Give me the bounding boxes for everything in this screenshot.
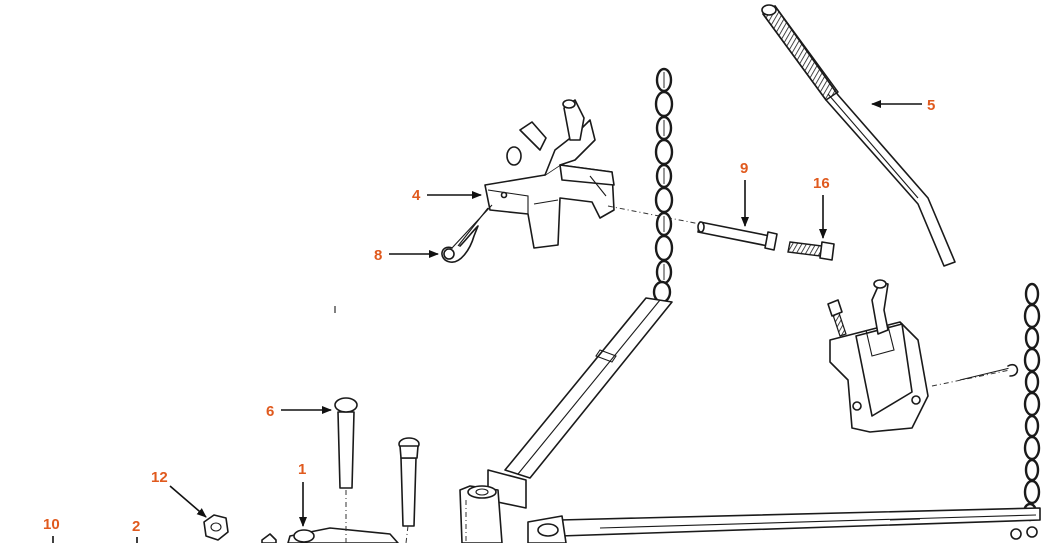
callout-6: 6 <box>266 403 332 420</box>
callout-2: 2 <box>132 518 140 543</box>
spring-bar-left <box>487 297 673 509</box>
callout-16: 16 <box>813 175 830 239</box>
spring-bar-right <box>527 507 1041 543</box>
clip-pin-right <box>959 363 1019 381</box>
callout-16-label: 16 <box>813 175 830 192</box>
centerline-pin-6b <box>405 525 409 543</box>
part-8-clip-pin <box>441 204 493 263</box>
bracket-right <box>827 279 929 433</box>
part-4-bracket <box>484 99 615 249</box>
part-5-handle-bar <box>761 4 956 267</box>
callout-4-label: 4 <box>412 187 421 204</box>
centerline-right <box>931 369 1011 387</box>
callout-1: 1 <box>298 461 307 527</box>
callout-12: 12 <box>151 469 207 518</box>
part-12-nut <box>203 514 277 543</box>
part-6-pins <box>334 397 420 527</box>
hitch-head <box>287 485 503 543</box>
part-16-bolt <box>787 241 835 261</box>
callout-8: 8 <box>374 247 439 264</box>
callout-4: 4 <box>412 187 482 204</box>
callout-1-label: 1 <box>298 461 306 478</box>
callout-10-label: 10 <box>43 516 60 533</box>
callout-5: 5 <box>871 97 935 114</box>
chain-upper <box>652 67 674 304</box>
callout-9: 9 <box>740 160 749 227</box>
part-9-pin <box>697 221 778 251</box>
chain-right <box>1022 282 1041 522</box>
centerline-upper <box>607 205 701 225</box>
callout-10: 10 <box>43 516 60 543</box>
callout-12-label: 12 <box>151 469 168 486</box>
callout-6-label: 6 <box>266 403 274 420</box>
callout-9-label: 9 <box>740 160 748 177</box>
callout-5-label: 5 <box>927 97 935 114</box>
callout-8-label: 8 <box>374 247 382 264</box>
callout-2-label: 2 <box>132 518 140 535</box>
